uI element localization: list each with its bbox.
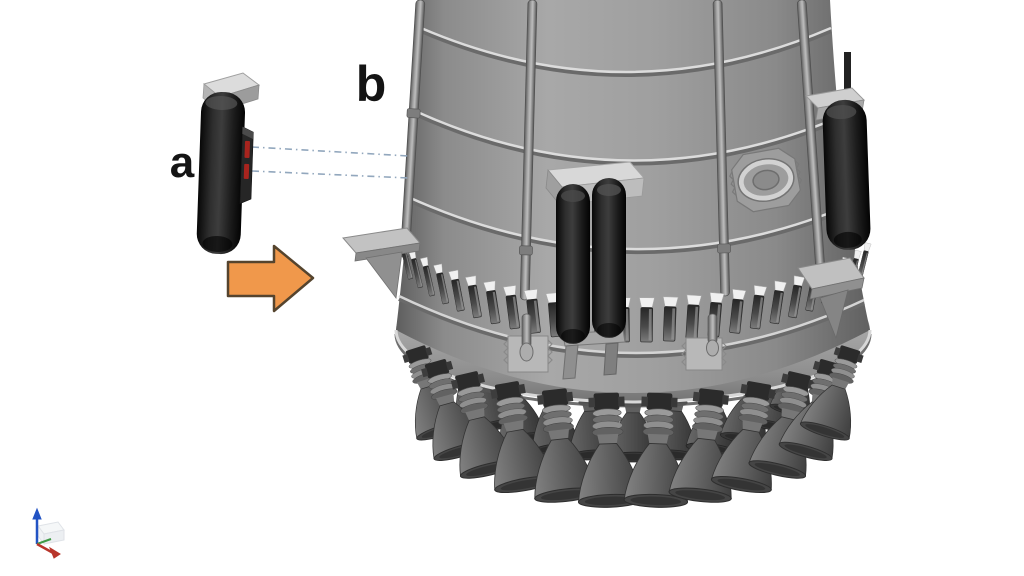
install-direction-arrow <box>226 244 315 313</box>
triad-reference-box <box>37 521 65 546</box>
y-axis <box>36 538 52 545</box>
leader-line-upper <box>251 146 410 157</box>
rocket-stage-model <box>342 0 876 509</box>
leader-lines <box>251 146 410 179</box>
vent-slot <box>638 297 656 343</box>
hull-seams <box>398 26 865 358</box>
left-mount-bracket <box>342 227 421 300</box>
detached-pod-model <box>196 72 261 255</box>
leader-line-lower <box>251 170 410 179</box>
conduit-pipes <box>400 0 825 301</box>
access-hatch <box>729 147 803 213</box>
orientation-triad <box>32 507 65 559</box>
label-part-a: a <box>170 138 195 187</box>
right-equipment-pod <box>804 52 871 250</box>
center-twin-pod <box>545 161 646 344</box>
x-axis <box>36 542 61 559</box>
right-mount-bracket <box>797 257 865 340</box>
label-part-b: b <box>356 56 387 112</box>
attachment-markers <box>243 140 250 179</box>
z-axis <box>32 507 42 544</box>
pod-body <box>196 92 246 255</box>
